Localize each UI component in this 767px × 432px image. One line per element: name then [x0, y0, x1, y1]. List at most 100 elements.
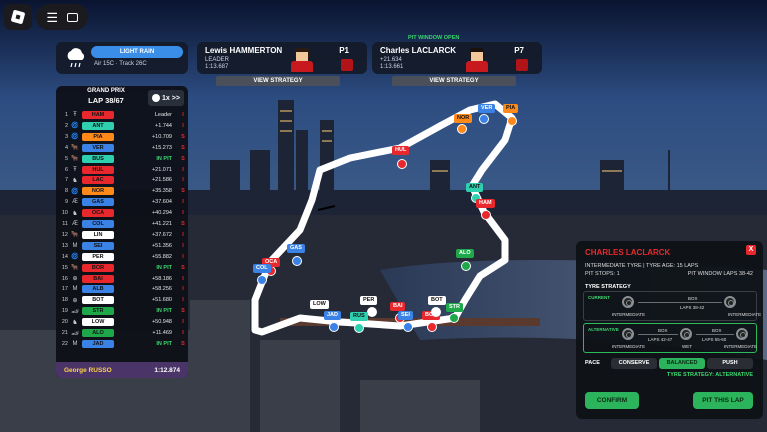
pace-push-button[interactable]: PUSH	[707, 358, 753, 369]
driver-code: BOT	[82, 296, 114, 305]
driver-code: ANT	[82, 121, 114, 130]
chat-icon[interactable]	[66, 12, 78, 22]
car-label[interactable]: STR	[446, 303, 463, 312]
weather-label: LIGHT RAIN	[91, 46, 183, 58]
car-label[interactable]: PIA	[503, 104, 519, 113]
pit-stops-info: PIT STOPS: 1	[585, 271, 620, 277]
driver-code: ALB	[82, 285, 114, 294]
view-strategy-button-leader[interactable]: VIEW STRATEGY	[216, 76, 340, 86]
car-label[interactable]: BOT	[428, 296, 446, 305]
car-marker[interactable]	[329, 322, 339, 332]
confirm-button[interactable]: CONFIRM	[585, 392, 639, 409]
car-marker[interactable]	[461, 261, 471, 271]
team-logo-icon: 🐂	[71, 145, 79, 152]
tyre-compound: I	[182, 319, 184, 326]
car-label[interactable]: BAI	[390, 302, 406, 311]
fast-forward-button[interactable]: >>	[171, 94, 180, 102]
car-label[interactable]: HAM	[476, 199, 495, 208]
row-gap: IN PIT	[156, 340, 172, 347]
car-label[interactable]: PER	[360, 296, 378, 305]
footer-time: 1:12.874	[154, 366, 180, 374]
row-position: 16	[61, 275, 68, 282]
driver-code: ALO	[82, 329, 114, 337]
car-marker[interactable]	[257, 275, 267, 285]
car-label[interactable]: NOR	[454, 114, 473, 123]
car-label[interactable]: VER	[478, 104, 496, 113]
car-label[interactable]: COL	[253, 264, 271, 273]
car-marker[interactable]	[354, 323, 364, 333]
tyre-compound: I	[182, 253, 184, 260]
tyre-name: INTERMEDIATE	[612, 344, 646, 349]
tyre-compound: S	[181, 133, 185, 140]
strategy-title: CHARLES LACLARCK	[585, 248, 671, 257]
pit-laps: LAPS 38-42	[680, 305, 705, 310]
car-marker[interactable]	[292, 256, 302, 266]
tyre-name: INTERMEDIATE	[612, 312, 646, 317]
close-button[interactable]: X	[746, 245, 756, 255]
car-label[interactable]: OCA	[262, 258, 281, 267]
car-marker[interactable]	[449, 313, 459, 323]
car-label[interactable]: ANT	[466, 183, 484, 192]
car-marker[interactable]	[367, 307, 377, 317]
pace-label: PACE	[585, 360, 600, 366]
car-marker[interactable]	[397, 159, 407, 169]
car-label[interactable]: HUL	[392, 146, 410, 155]
car-marker[interactable]	[481, 210, 491, 220]
driver-code: HUL	[82, 165, 114, 174]
menu-icon[interactable]: ☰	[46, 9, 58, 25]
car-label[interactable]: GAS	[287, 244, 305, 253]
team-logo-icon: ♞	[72, 319, 78, 326]
sim-speed-control[interactable]: 1x >>	[148, 90, 184, 106]
row-position: 7	[64, 177, 68, 184]
car-marker[interactable]	[507, 116, 517, 126]
car-label[interactable]: JAD	[324, 311, 342, 320]
row-position: 12	[61, 231, 68, 238]
box-marker: BOX	[712, 328, 722, 333]
car-marker[interactable]	[431, 307, 441, 317]
row-position: 1	[64, 112, 68, 118]
pace-conserve-button[interactable]: CONSERVE	[611, 358, 657, 369]
pace-balanced-button[interactable]: BALANCED	[659, 358, 705, 369]
car-marker[interactable]	[403, 322, 413, 332]
car-marker[interactable]	[479, 114, 489, 124]
view-strategy-button-player[interactable]: VIEW STRATEGY	[392, 76, 516, 86]
tyre-compound: I	[182, 242, 184, 249]
tyre-compound: I	[182, 210, 184, 217]
tyre-compound: I	[182, 231, 184, 238]
car-marker[interactable]	[427, 322, 437, 332]
car-marker[interactable]	[457, 124, 467, 134]
roblox-logo-button[interactable]	[4, 4, 32, 30]
strategy-option-current[interactable]: CURRENT BOX LAPS 38-42 INTERMEDIATE INTE…	[583, 291, 761, 321]
car-label[interactable]: SEI	[398, 311, 413, 320]
car-label[interactable]: LOW	[310, 300, 329, 309]
car-label[interactable]: RUS	[350, 312, 368, 321]
car-label[interactable]: ALO	[456, 249, 474, 258]
stint-line	[638, 334, 678, 335]
driver-laptime: 1:13.661	[380, 64, 404, 70]
strategy-option-alternative[interactable]: ALTERNATIVE BOX LAPS 42-47 BOX LAPS 55-6…	[583, 323, 757, 353]
row-gap: +15.273	[151, 144, 172, 151]
pit-this-lap-button[interactable]: PIT THIS LAP	[693, 392, 753, 409]
